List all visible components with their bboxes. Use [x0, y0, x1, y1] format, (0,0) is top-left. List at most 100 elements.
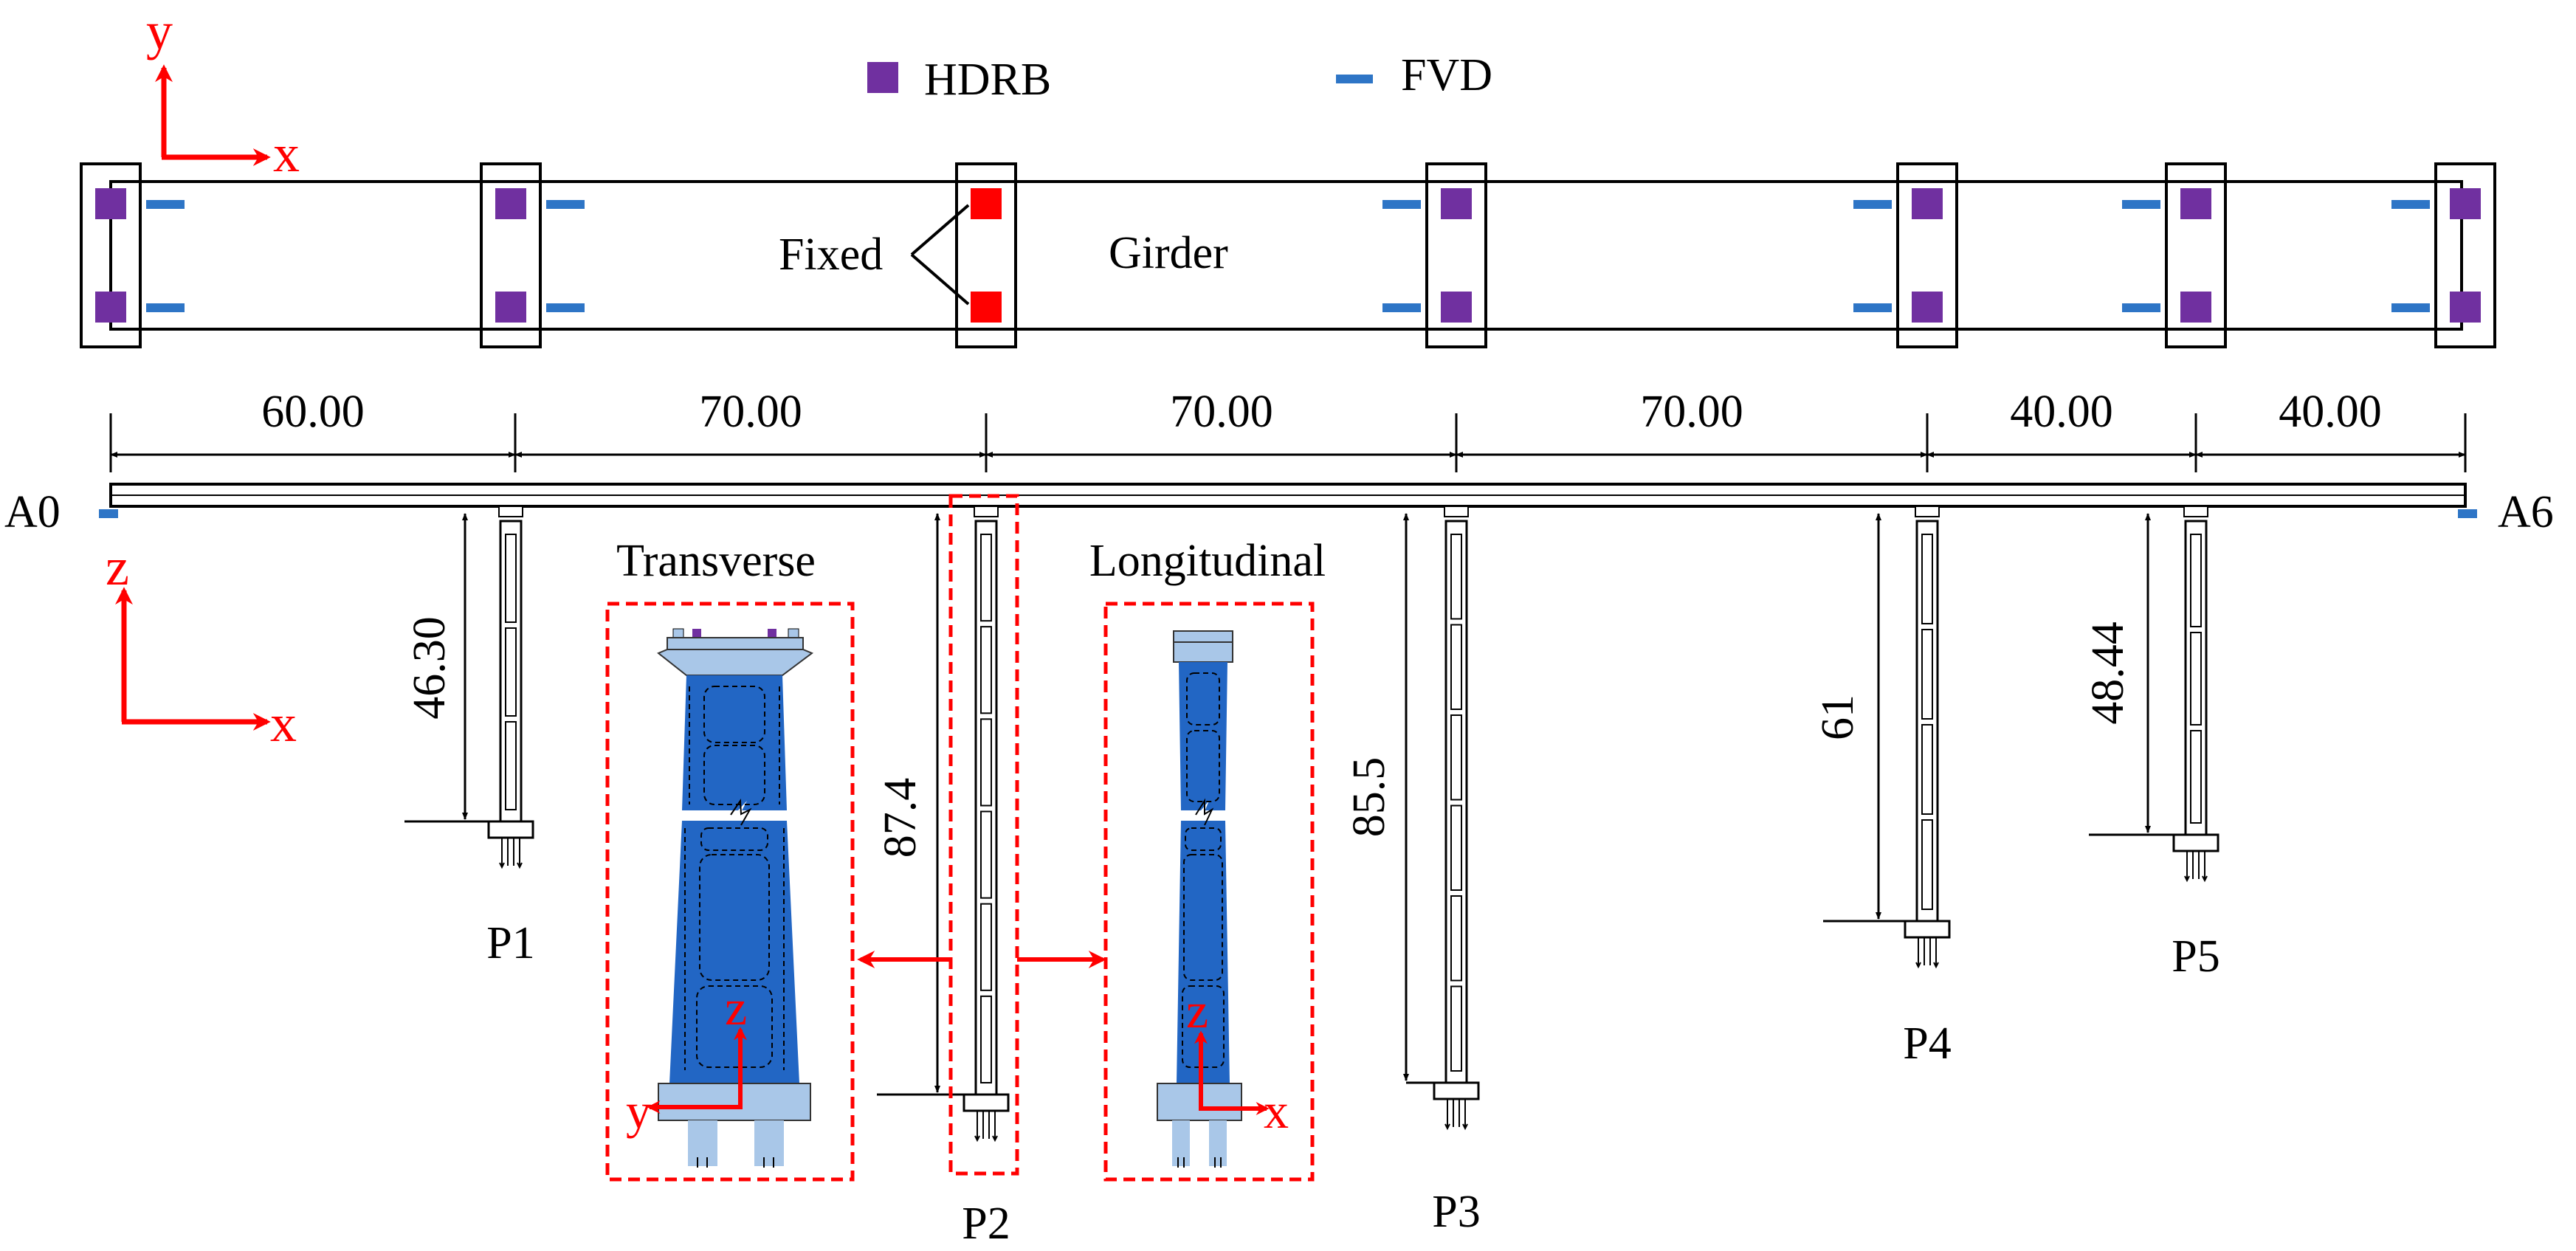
pier-label-p5: P5 [2172, 931, 2219, 982]
pier-pile-tip [1933, 962, 1939, 969]
transverse-shaft-lower [669, 821, 799, 1083]
longitudinal-pile-right [1209, 1120, 1227, 1166]
span-label-1: 60.00 [261, 387, 365, 437]
transverse-bearing-mid [692, 629, 701, 638]
pier-pile-tip [2184, 875, 2190, 883]
pier-label-p3: P3 [1432, 1187, 1480, 1237]
pier-footing [1904, 920, 1951, 939]
hdrb-bearing [495, 188, 526, 219]
hdrb-bearing [1912, 188, 1943, 219]
transverse-cap-beam [657, 649, 813, 676]
p5-height-label: 48.44 [2083, 621, 2133, 725]
fvd-damper [546, 303, 585, 312]
pier-column [1915, 520, 1939, 923]
p1-height-label: 46.30 [404, 616, 455, 720]
p4-height-label: 61 [1813, 695, 1863, 740]
hdrb-bearing [2180, 188, 2211, 219]
plan-support-frame [955, 162, 1017, 348]
pier-cell [1450, 804, 1462, 891]
transverse-title: Transverse [616, 536, 816, 586]
fvd-damper [2122, 303, 2160, 312]
girder-label: Girder [1109, 228, 1228, 278]
longitudinal-cell-3 [1185, 827, 1222, 851]
transverse-pile-right [754, 1120, 784, 1166]
pier-pile-tip [1462, 1123, 1468, 1131]
span-dimensions: 60.00 70.00 70.00 70.00 40.00 40.00 [109, 387, 2467, 472]
plan-support-p1 [480, 162, 585, 348]
pier-footing [962, 1093, 1010, 1112]
pier-pile-tip [974, 1135, 980, 1143]
fvd-damper [546, 200, 585, 209]
hdrb-bearing [1912, 292, 1943, 323]
longitudinal-z-axis-label: z [1186, 982, 1208, 1038]
fvd-damper [146, 303, 185, 312]
pier-bearing [2183, 506, 2208, 517]
pier-pile-tip [2202, 875, 2208, 883]
abutment-a6-fvd [2458, 509, 2477, 518]
pier-column [2184, 520, 2208, 836]
pier-cell [1921, 534, 1933, 624]
fixed-leader-bottom [910, 253, 970, 306]
pier-cell [505, 534, 517, 623]
transverse-cap-top [667, 637, 804, 650]
fixed-leader-top [910, 204, 970, 256]
longitudinal-cell-4 [1183, 854, 1223, 981]
span-label-2: 70.00 [699, 387, 802, 437]
hdrb-bearing [2450, 188, 2481, 219]
pier-cell [980, 534, 992, 622]
pier-p1 [487, 506, 534, 869]
pier-cell [2190, 632, 2202, 726]
pier-bearing [1915, 506, 1940, 517]
hdrb-bearing [495, 292, 526, 323]
pier-pile-tip [1915, 962, 1921, 969]
abutment-a6-label: A6 [2498, 487, 2554, 537]
plan-support-frame [80, 162, 142, 348]
fixed-bearing [971, 292, 1002, 323]
longitudinal-break-line [1195, 798, 1214, 826]
pier-pile-tip [992, 1135, 998, 1143]
pier-pile-tip [499, 862, 505, 869]
pier-cell [505, 627, 517, 717]
transverse-cell-2 [703, 745, 765, 805]
longitudinal-detail: Longitudinal z x [1089, 536, 1326, 1182]
legend: HDRB FVD [867, 50, 1492, 105]
plan-support-p4 [1853, 162, 1958, 348]
plan-support-frame [1425, 162, 1487, 348]
span-label-6: 40.00 [2279, 387, 2382, 437]
span-label-4: 70.00 [1640, 387, 1743, 437]
transverse-cell-5 [696, 985, 773, 1068]
elevation-view: A0 A6 46.30 87.4 85.5 61 48.44 P1 P2 P3 … [4, 483, 2554, 1249]
fvd-damper [2122, 200, 2160, 209]
plan-support-frame [2434, 162, 2496, 348]
pier-footing [1433, 1081, 1480, 1100]
plan-support-a6 [2391, 162, 2496, 348]
fvd-damper [1382, 303, 1421, 312]
pier-cell [980, 903, 992, 991]
elev-z-axis-label: z [106, 537, 129, 596]
fvd-damper [1853, 200, 1892, 209]
longitudinal-shaft-upper [1179, 662, 1227, 810]
plan-support-p5 [2122, 162, 2227, 348]
pier-p5 [2172, 506, 2219, 883]
fvd-legend-swatch [1336, 75, 1373, 83]
hdrb-bearing [1441, 292, 1472, 323]
longitudinal-break-symbol [1181, 801, 1210, 821]
pier-cell [1450, 985, 1462, 1072]
plan-support-frame [2165, 162, 2227, 348]
fvd-damper [146, 200, 185, 209]
pier-bearing [974, 506, 999, 517]
plan-support-frame [1896, 162, 1958, 348]
hdrb-bearing [2180, 292, 2211, 323]
fvd-damper [1853, 303, 1892, 312]
transverse-z-axis-label: z [725, 979, 747, 1035]
pier-cell [505, 721, 517, 810]
longitudinal-detail-box [1103, 602, 1315, 1182]
pier-label-p1: P1 [486, 918, 534, 968]
pier-cell [1450, 534, 1462, 620]
fvd-damper [1382, 200, 1421, 209]
pier-column [1444, 520, 1468, 1084]
plan-support-p2 [955, 162, 1017, 348]
elevation-axes: z x [106, 537, 297, 753]
pier-cell [980, 810, 992, 899]
